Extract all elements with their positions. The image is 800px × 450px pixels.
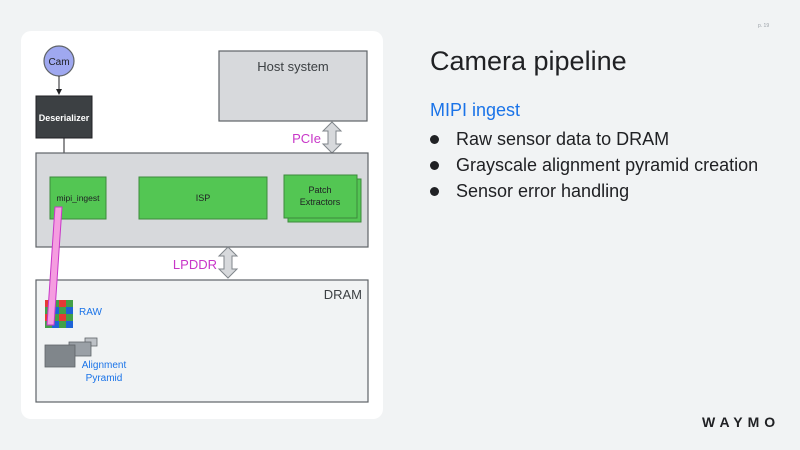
bullet-item: Raw sensor data to DRAM [430, 126, 758, 152]
dram-box [35, 279, 369, 403]
deserializer-label: Deserializer [39, 113, 90, 123]
pcie-label: PCIe [292, 131, 321, 146]
diagram-card: Host system PCIe Cam Deserializer mipi_i… [21, 31, 383, 419]
slide-title: Camera pipeline [430, 46, 627, 76]
alignment-label-2: Pyramid [86, 373, 123, 384]
dram-label: DRAM [324, 287, 362, 302]
ingest-data-path [46, 206, 63, 326]
bullet-dot [430, 186, 439, 196]
bullet-list: Raw sensor data to DRAM Grayscale alignm… [430, 126, 758, 204]
pipeline-diagram: Host system PCIe Cam Deserializer mipi_i… [35, 45, 369, 403]
slide-subtitle: MIPI ingest [430, 100, 521, 120]
lpddr-label: LPDDR [173, 257, 217, 272]
bullet-item: Grayscale alignment pyramid creation [430, 152, 758, 178]
mipi-ingest-label: mipi_ingest [57, 193, 101, 203]
bullet-dot [430, 160, 439, 170]
cam-label: Cam [48, 57, 69, 68]
waymo-logo: WAYMO [702, 414, 781, 430]
double-arrow-icon [321, 121, 343, 154]
alignment-label-1: Alignment [82, 360, 127, 371]
bullet-item: Sensor error handling [430, 178, 758, 204]
page-number: p. 19 [758, 23, 770, 29]
host-system-label: Host system [257, 59, 329, 74]
bullet-dot [430, 134, 439, 144]
isp-label: ISP [196, 193, 211, 203]
bullet-text: Sensor error handling [456, 181, 630, 201]
isp-box [138, 176, 268, 220]
pyramid-icon [44, 337, 98, 368]
host-system-box [218, 50, 368, 122]
bullet-text: Grayscale alignment pyramid creation [456, 155, 759, 175]
patch-extractors-box [283, 174, 358, 219]
raw-label: RAW [79, 307, 103, 318]
bullet-text: Raw sensor data to DRAM [456, 129, 670, 149]
patch-extractors-label-1: Patch [308, 185, 331, 195]
double-arrow-icon [217, 246, 239, 279]
patch-extractors-label-2: Extractors [300, 197, 341, 207]
